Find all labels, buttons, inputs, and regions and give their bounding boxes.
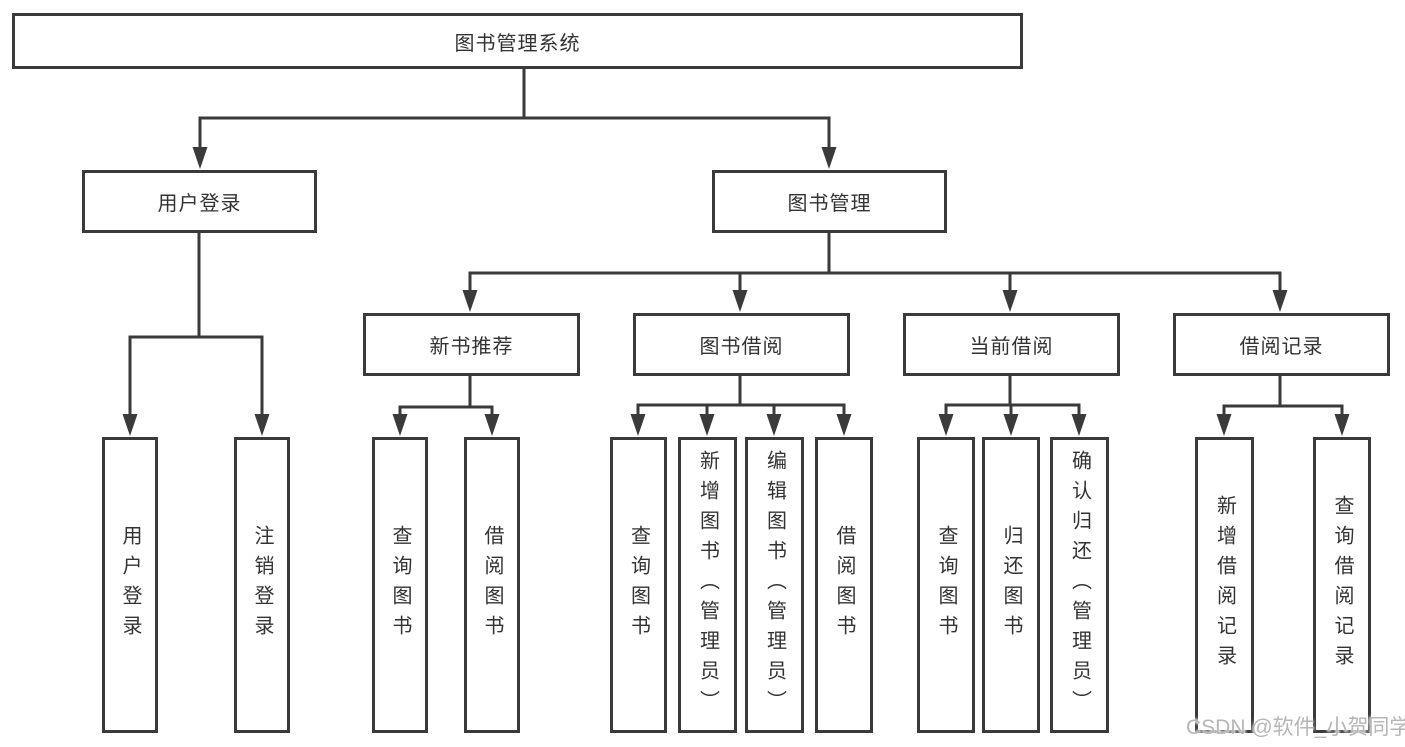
- arrowhead-icon: [1002, 290, 1018, 312]
- node-label: 归还图书: [1000, 525, 1022, 645]
- csdn-watermark: CSDN @软件_小贺同学: [1186, 716, 1405, 739]
- node-label: 确认归还（管理员）: [1068, 450, 1091, 720]
- node-label: 查询图书: [935, 525, 957, 645]
- leaf-return-book: 归还图书: [982, 437, 1040, 733]
- node-label: 用户登录: [157, 193, 242, 215]
- leaf-user-login: 用户登录: [102, 437, 158, 733]
- leaf-query-books: 查询图书: [610, 437, 667, 733]
- leaf-edit-book-admin: 编辑图书（管理员）: [745, 437, 804, 733]
- leaf-confirm-return-admin: 确认归还（管理员）: [1050, 437, 1109, 733]
- node-label: 借阅记录: [1239, 336, 1324, 358]
- node-label: 查询借阅记录: [1331, 495, 1353, 675]
- connector-new-book-children: [392, 374, 500, 436]
- arrowhead-icon: [938, 414, 954, 436]
- connector-book-borrow-children: [630, 374, 852, 436]
- arrowhead-icon: [122, 414, 138, 436]
- arrowhead-icon: [1334, 414, 1350, 436]
- node-book-management: 图书管理: [712, 170, 947, 233]
- node-user-login: 用户登录: [82, 170, 317, 233]
- leaf-query-borrow-record: 查询借阅记录: [1313, 437, 1371, 733]
- node-label: 新书推荐: [429, 336, 514, 358]
- node-label: 新增借阅记录: [1213, 495, 1236, 675]
- node-borrow-records: 借阅记录: [1173, 313, 1390, 376]
- node-label: 新增图书（管理员）: [696, 450, 719, 720]
- node-current-borrow: 当前借阅: [903, 313, 1120, 376]
- connector-root-to-level2: [192, 67, 837, 169]
- arrowhead-icon: [1003, 414, 1019, 436]
- arrowhead-icon: [1071, 414, 1087, 436]
- connector-user-login-children: [122, 231, 270, 436]
- node-label: 借阅图书: [833, 525, 855, 645]
- arrowhead-icon: [821, 147, 837, 169]
- arrowhead-icon: [1272, 290, 1288, 312]
- node-label: 注销登录: [251, 525, 273, 645]
- leaf-logout: 注销登录: [234, 437, 290, 733]
- leaf-borrow-books: 借阅图书: [464, 437, 520, 733]
- leaf-add-book-admin: 新增图书（管理员）: [678, 437, 737, 733]
- node-book-borrow: 图书借阅: [633, 313, 850, 376]
- node-label: 图书借阅: [699, 336, 784, 358]
- leaf-query-books: 查询图书: [372, 437, 428, 733]
- arrowhead-icon: [462, 290, 478, 312]
- node-library-system: 图书管理系统: [12, 13, 1023, 69]
- node-new-book-recommend: 新书推荐: [363, 313, 580, 376]
- arrowhead-icon: [392, 414, 408, 436]
- leaf-add-borrow-record: 新增借阅记录: [1195, 437, 1254, 733]
- leaf-query-books: 查询图书: [917, 437, 975, 733]
- arrowhead-icon: [836, 414, 852, 436]
- arrowhead-icon: [192, 147, 208, 169]
- node-label: 图书管理系统: [454, 32, 581, 55]
- connector-borrow-record-children: [1216, 374, 1350, 436]
- connector-book-management-children: [462, 231, 1288, 312]
- arrowhead-icon: [699, 414, 715, 436]
- connector-current-borrow-children: [938, 374, 1087, 436]
- arrowhead-icon: [630, 414, 646, 436]
- node-label: 查询图书: [389, 525, 411, 645]
- node-label: 图书管理: [787, 193, 872, 215]
- arrowhead-icon: [1216, 414, 1232, 436]
- node-label: 查询图书: [627, 525, 650, 645]
- node-label: 当前借阅: [969, 336, 1054, 358]
- node-label: 借阅图书: [481, 525, 503, 645]
- leaf-borrow-books: 借阅图书: [815, 437, 873, 733]
- arrowhead-icon: [732, 290, 748, 312]
- node-label: 用户登录: [119, 525, 141, 645]
- arrowhead-icon: [484, 414, 500, 436]
- arrowhead-icon: [254, 414, 270, 436]
- node-label: 编辑图书（管理员）: [763, 450, 786, 720]
- arrowhead-icon: [766, 414, 782, 436]
